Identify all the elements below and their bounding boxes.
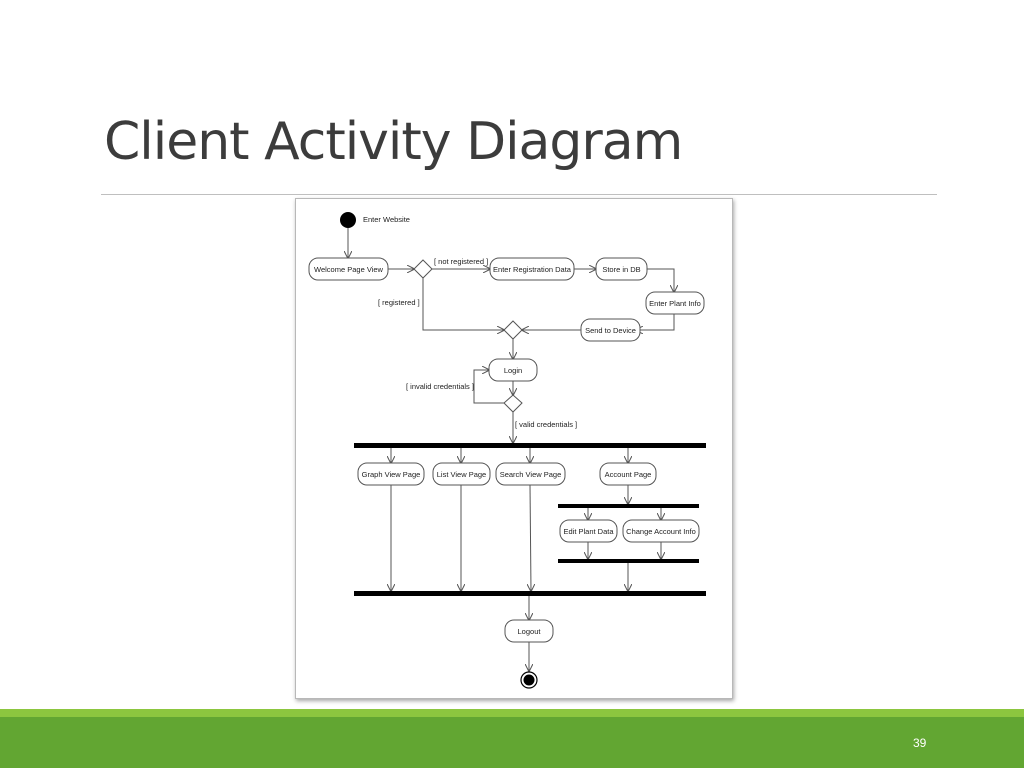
activity-enter-plant-info: Enter Plant Info	[645, 291, 705, 315]
activity-account-page: Account Page	[599, 462, 657, 486]
merge-node	[503, 320, 523, 340]
activity-logout: Logout	[504, 619, 554, 643]
activity-login: Login	[488, 358, 538, 382]
registration-decision-node	[413, 259, 433, 279]
join-bar-main	[354, 591, 706, 596]
activity-label: Account Page	[605, 470, 652, 479]
activity-label: Graph View Page	[362, 470, 421, 479]
activity-store-in-db: Store in DB	[595, 257, 648, 281]
activity-diagram: Enter Website	[308, 212, 706, 689]
join-bar-account	[558, 559, 699, 563]
page-number: 39	[913, 736, 927, 750]
footer-bar	[0, 717, 1024, 768]
activity-label: Change Account Info	[626, 527, 696, 536]
fork-bar-main	[354, 443, 706, 448]
activity-label: Enter Plant Info	[649, 299, 701, 308]
activity-change-account-info: Change Account Info	[622, 519, 700, 543]
credentials-decision-node	[503, 394, 523, 413]
activity-label: Send to Device	[585, 326, 636, 335]
activity-label: Store in DB	[602, 265, 640, 274]
edge-store-to-plant	[647, 268, 674, 292]
activity-graph-view-page: Graph View Page	[357, 462, 425, 486]
fork-bar-account	[558, 504, 699, 508]
guard-not-registered: [ not registered ]	[434, 257, 488, 266]
slide-title: Client Activity Diagram	[104, 112, 683, 172]
activity-label: Enter Registration Data	[493, 265, 572, 274]
guard-registered: [ registered ]	[378, 298, 420, 307]
footer-accent-stripe	[0, 709, 1024, 717]
activity-send-to-device: Send to Device	[580, 318, 641, 342]
title-divider	[101, 194, 937, 195]
edge-invalid-loop	[473, 370, 504, 404]
activity-label: List View Page	[437, 470, 486, 479]
activity-welcome-page-view: Welcome Page View	[308, 257, 389, 281]
guard-invalid-credentials: [ invalid credentials ]	[406, 382, 474, 391]
edge-plant-to-device	[636, 314, 675, 330]
activity-label: Logout	[518, 627, 542, 636]
start-label: Enter Website	[363, 215, 410, 224]
guard-valid-credentials: [ valid credentials ]	[515, 420, 577, 429]
activity-enter-registration-data: Enter Registration Data	[489, 257, 575, 281]
activity-search-view-page: Search View Page	[495, 462, 566, 486]
activity-label: Welcome Page View	[314, 265, 384, 274]
final-node	[523, 674, 535, 686]
activity-label: Login	[504, 366, 522, 375]
activity-list-view-page: List View Page	[432, 462, 491, 486]
activity-diagram-figure: Enter Website	[295, 198, 733, 699]
activity-label: Edit Plant Data	[563, 527, 614, 536]
edge-registered-to-merge	[422, 278, 504, 330]
initial-node	[340, 212, 356, 228]
activity-label: Search View Page	[500, 470, 562, 479]
edge-search-to-join	[530, 484, 531, 591]
activity-edit-plant-data: Edit Plant Data	[559, 519, 618, 543]
